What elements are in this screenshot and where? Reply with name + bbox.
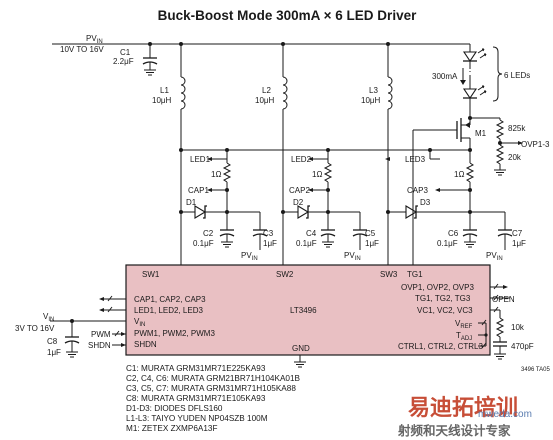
pvin-c5-label: PVIN (344, 251, 361, 262)
cap2-label: CAP2 (289, 186, 310, 195)
shdn-label: SHDN (88, 341, 111, 350)
c2-value: 0.1μF (193, 239, 214, 248)
watermark-sub: 射频和天线设计专家 (397, 423, 511, 438)
pin-led: LED1, LED2, LED3 (134, 306, 203, 315)
ic-ground (294, 355, 306, 368)
pin-ovp: OVP1, OVP2, OVP3 (401, 283, 474, 292)
d1-label: D1 (186, 198, 197, 207)
channel-1: LED1 1Ω CAP1 D1 C2 0.1μF C3 (179, 148, 472, 262)
c2-label: C2 (203, 229, 214, 238)
pin-sw3: SW3 (380, 270, 398, 279)
diagram-title: Buck-Boost Mode 300mA × 6 LED Driver (158, 8, 417, 23)
bom-line: C1: MURATA GRM31MR71E225KA93 (126, 364, 266, 373)
bom-line: L1-L3: TAIYO YUDEN NP04SZB 100M (126, 414, 268, 423)
c3-label: C3 (263, 229, 274, 238)
pvin-rail: PVIN 10V TO 16V C1 2.2μF (52, 34, 470, 76)
led-current: 300mA (432, 72, 458, 81)
led-string: 300mA 6 LEDs (432, 44, 530, 118)
r10k-label: 10k (511, 323, 525, 332)
vin-range: 3V TO 16V (15, 324, 55, 333)
c1-value: 2.2μF (113, 57, 134, 66)
watermark-main: 易迪拓培训 (408, 395, 518, 421)
c5-label: C5 (365, 229, 376, 238)
pin-shdn: SHDN (134, 340, 157, 349)
bom-line: C2, C4, C6: MURATA GRM21BR71H104KA01B (126, 374, 301, 383)
pvin-c7-label: PVIN (486, 251, 503, 262)
l2-value: 10μH (255, 96, 275, 105)
d3-label: D3 (420, 198, 431, 207)
pin-tadj: TADJ (456, 331, 472, 342)
channel-2: LED2 1Ω CAP2 D2 C4 0.1μF C5 1μF PVIN (281, 150, 379, 262)
pvin-range: 10V TO 16V (60, 45, 104, 54)
d2-label: D2 (293, 198, 304, 207)
c5-value: 1μF (365, 239, 379, 248)
lt3496-ic: SW1 SW2 SW3 TG1 CAP1, CAP2, CAP3 LED1, L… (125, 264, 491, 356)
figure-code: 3496 TA05 (521, 367, 550, 373)
pin-tg1: TG1 (407, 270, 423, 279)
leds-label: 6 LEDs (504, 71, 530, 80)
pin-vin: VIN (134, 317, 145, 328)
c4-label: C4 (306, 229, 317, 238)
c6-label: C6 (448, 229, 459, 238)
right-io: OPEN 10k 470pF 3496 TA05 (478, 283, 550, 373)
l2-label: L2 (262, 86, 271, 95)
c3-value: 1μF (263, 239, 277, 248)
pin-cap: CAP1, CAP2, CAP3 (134, 295, 206, 304)
led1-label: LED1 (190, 155, 211, 164)
pvin-label: PVIN (86, 34, 103, 45)
c7-label: C7 (512, 229, 523, 238)
bom-line: C8: MURATA GRM31MR71E105KA93 (126, 394, 266, 403)
l1-label: L1 (160, 86, 169, 95)
r1ohm-3-label: 1Ω (454, 170, 464, 179)
pin-ctrl: CTRL1, CTRL2, CTRL3 (398, 342, 483, 351)
bom-line: C3, C5, C7: MURATA GRM31MR71H105KA88 (126, 384, 296, 393)
pwm-label: PWM (91, 330, 111, 339)
c8-value: 1μF (47, 348, 61, 357)
pin-pwm: PWM1, PWM2, PWM3 (134, 329, 215, 338)
pin-sw1: SW1 (142, 270, 160, 279)
bom-line: M1: ZETEX ZXMP6A13F (126, 424, 217, 433)
m1-label: M1 (475, 129, 487, 138)
c470p-label: 470pF (511, 342, 534, 351)
pin-sw2: SW2 (276, 270, 294, 279)
r825k-label: 825k (508, 124, 526, 133)
watermark-url: mweda.com (478, 409, 532, 420)
pin-tg: TG1, TG2, TG3 (415, 294, 471, 303)
inductors: L1 10μH L2 10μH L3 10μH (152, 44, 393, 265)
c7-value: 1μF (512, 239, 526, 248)
watermark: 易迪拓培训 射频和天线设计专家 mweda.com (397, 386, 553, 440)
c4-value: 0.1μF (296, 239, 317, 248)
open-label: OPEN (492, 295, 515, 304)
pin-vc: VC1, VC2, VC3 (417, 306, 473, 315)
led2-label: LED2 (291, 155, 312, 164)
l3-value: 10μH (361, 96, 381, 105)
r1ohm-1-label: 1Ω (211, 170, 221, 179)
l1-value: 10μH (152, 96, 172, 105)
c6-value: 0.1μF (437, 239, 458, 248)
cap3-label: CAP3 (407, 186, 428, 195)
m1-ovp-network: M1 825k OVP1-3 20k (412, 116, 550, 265)
r1ohm-2-label: 1Ω (312, 170, 322, 179)
channel-3: LED3 1Ω CAP3 D3 C6 0.1μF C7 1μF PVIN (385, 150, 526, 262)
pin-gnd: GND (292, 344, 310, 353)
c1-label: C1 (120, 48, 131, 57)
bom-line: D1-D3: DIODES DFLS160 (126, 404, 223, 413)
ovp-label: OVP1-3 (521, 140, 550, 149)
l3-label: L3 (369, 86, 378, 95)
vin-label: VIN (43, 312, 54, 323)
left-io: VIN 3V TO 16V C8 1μF PWM SHDN (15, 295, 126, 358)
cap1-label: CAP1 (188, 186, 209, 195)
pvin-c3-label: PVIN (241, 251, 258, 262)
c8-label: C8 (47, 337, 58, 346)
ic-name: LT3496 (290, 306, 317, 315)
led3-label: LED3 (405, 155, 426, 164)
pin-vref: VREF (455, 319, 473, 330)
r20k-label: 20k (508, 153, 522, 162)
